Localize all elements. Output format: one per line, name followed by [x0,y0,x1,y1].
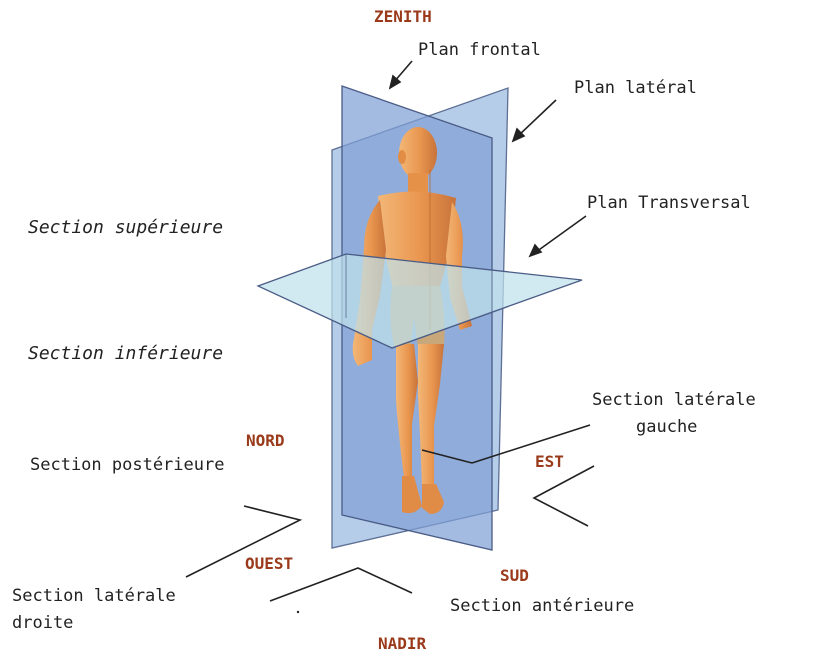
section-inferieure-label: Section inférieure [28,344,223,364]
section-laterale-gauche-line1: Section latérale [592,390,756,410]
nadir-label: NADIR [378,634,426,654]
section-laterale-gauche-line2: gauche [636,417,697,437]
section-anterieure-label: Section antérieure [450,596,634,616]
section-posterieure-label: Section postérieure [30,455,224,475]
section-superieure-label: Section supérieure [28,218,223,238]
zenith-label: ZENITH [374,7,432,27]
sud-label: SUD [500,566,529,586]
transversal-plane [258,254,582,348]
est-indicator [534,466,594,526]
plan-frontal-label: Plan frontal [418,40,541,60]
plan-transversal-label: Plan Transversal [587,193,751,213]
section-laterale-droite-line1: Section latérale [12,586,176,606]
section-laterale-droite-line2: droite [12,613,73,633]
est-label: EST [535,452,564,472]
nord-label: NORD [246,431,285,451]
ouest-label: OUEST [245,554,293,574]
plan-lateral-label: Plan latéral [574,78,697,98]
